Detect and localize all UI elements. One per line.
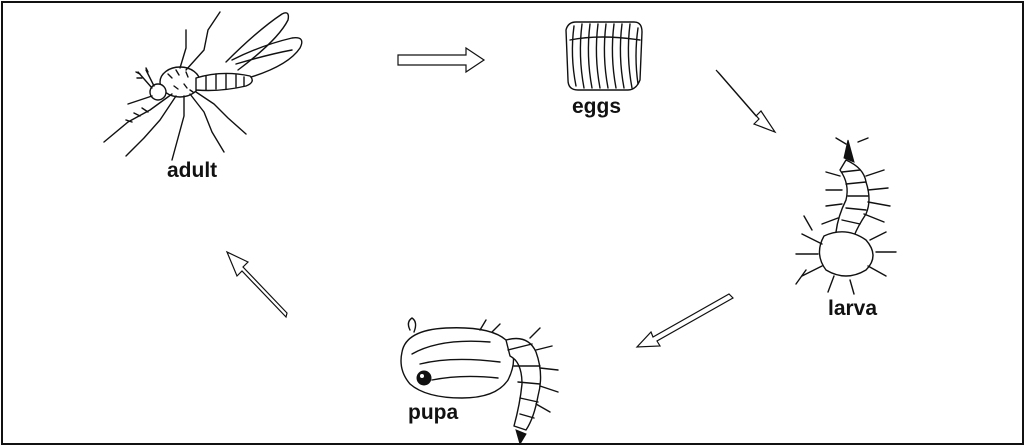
mosquito-adult-icon bbox=[104, 12, 302, 160]
mosquito-pupa-icon bbox=[401, 318, 558, 444]
egg-raft-icon bbox=[566, 22, 642, 90]
arrow-pupa-to-adult bbox=[227, 252, 287, 317]
stage-label-adult: adult bbox=[167, 160, 217, 181]
arrow-larva-to-pupa bbox=[637, 294, 733, 347]
arrow-eggs-to-larva bbox=[716, 70, 775, 132]
stage-label-larva: larva bbox=[828, 298, 877, 319]
mosquito-larva-icon bbox=[796, 138, 896, 294]
stage-label-pupa: pupa bbox=[408, 402, 458, 423]
arrow-adult-to-eggs bbox=[398, 48, 484, 72]
stage-label-eggs: eggs bbox=[572, 96, 621, 117]
